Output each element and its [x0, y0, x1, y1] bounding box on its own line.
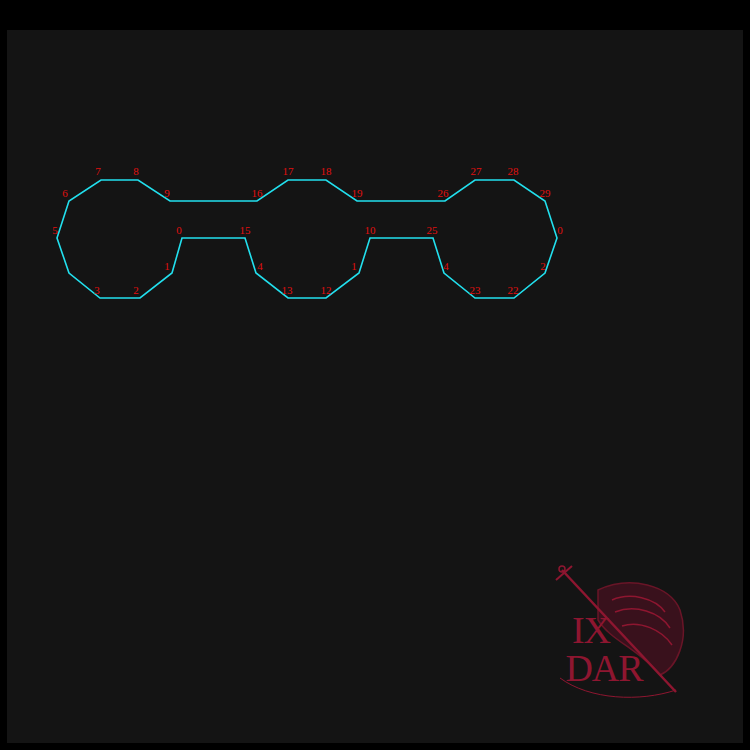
- vertex-number: 3: [94, 285, 100, 296]
- vertex-number: 25: [427, 225, 438, 236]
- logo-emblem: [556, 566, 683, 697]
- vertex-number: 22: [508, 285, 519, 296]
- vertex-number: 4: [443, 261, 449, 272]
- vertex-number: 7: [95, 166, 101, 177]
- vertex-number: 4: [257, 261, 263, 272]
- vertex-number: 9: [164, 188, 170, 199]
- vertex-number: 2: [540, 261, 546, 272]
- vertex-number: 12: [321, 285, 332, 296]
- vertex-number: 19: [352, 188, 363, 199]
- vertex-number: 15: [240, 225, 251, 236]
- vertex-number: 8: [133, 166, 139, 177]
- vertex-number: 0: [557, 225, 563, 236]
- logo-text: IX: [572, 611, 610, 649]
- vertex-number: 18: [321, 166, 332, 177]
- vertex-number: 17: [283, 166, 294, 177]
- vertex-number: 26: [438, 188, 449, 199]
- canvas-ground: [7, 30, 743, 743]
- vertex-number: 27: [471, 166, 482, 177]
- vertex-number: 6: [62, 188, 68, 199]
- vertex-number: 2: [133, 285, 139, 296]
- vertex-number: 5: [52, 225, 58, 236]
- vertex-number: 23: [470, 285, 481, 296]
- logo-text: DAR: [565, 649, 642, 687]
- vertex-number: 28: [508, 166, 519, 177]
- vertex-number: 29: [540, 188, 551, 199]
- vertex-number: 1: [164, 261, 170, 272]
- vertex-number: 0: [176, 225, 182, 236]
- vertex-number: 13: [282, 285, 293, 296]
- vertex-number: 16: [252, 188, 263, 199]
- vertex-number: 1: [351, 261, 357, 272]
- polygon-outline: [57, 180, 557, 298]
- vertex-number: 10: [365, 225, 376, 236]
